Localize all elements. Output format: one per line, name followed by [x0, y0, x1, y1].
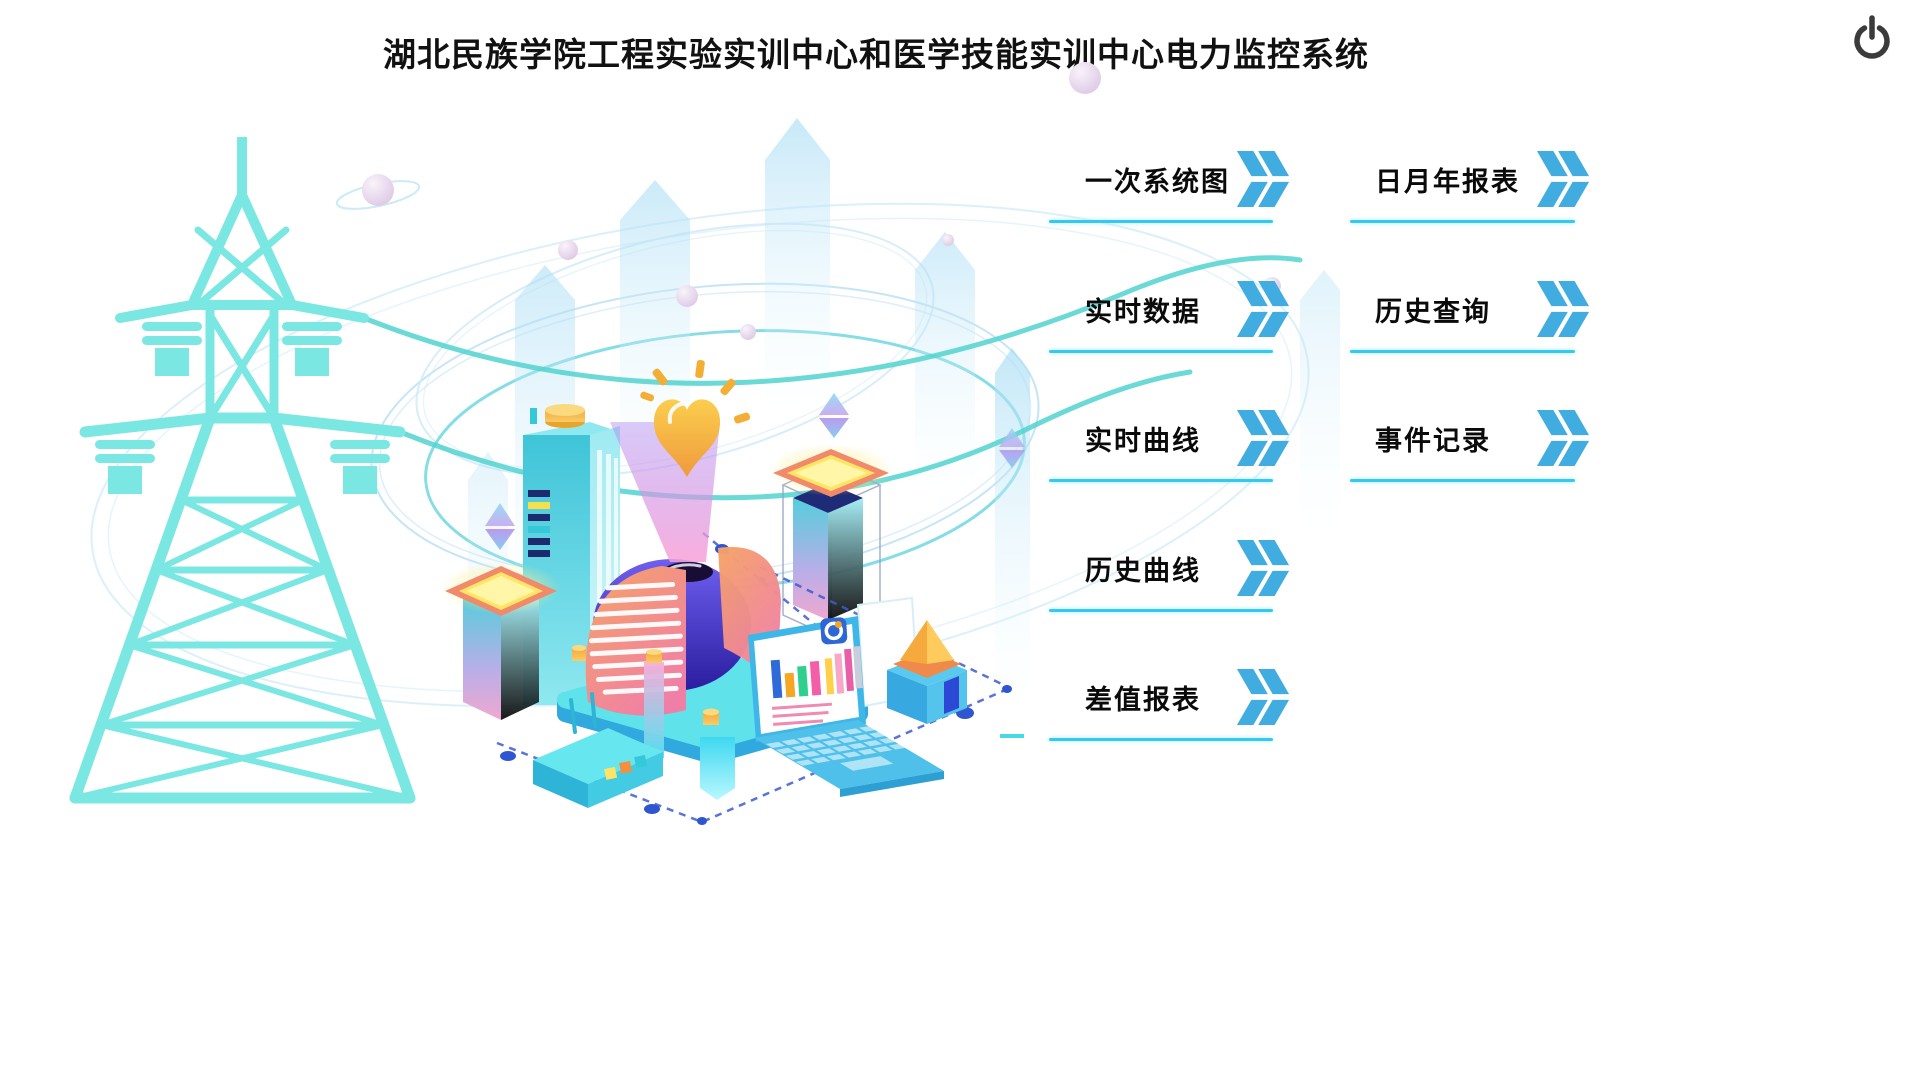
cyan-dash	[1000, 734, 1024, 738]
crystal-diamond-left	[485, 503, 515, 550]
menu-item-realtime-data[interactable]: 实时数据	[1049, 277, 1290, 353]
menu-underline	[1049, 479, 1273, 482]
router	[533, 692, 663, 808]
crystal-diamond-right	[819, 393, 849, 438]
gold-coins	[530, 404, 585, 428]
menu-underline	[1350, 220, 1575, 223]
transmission-tower	[69, 137, 416, 804]
gold-cylinders	[572, 645, 719, 725]
menu-item-label: 实时数据	[1085, 296, 1201, 327]
menu-item-label: 历史查询	[1375, 296, 1491, 327]
menu-underline	[1350, 350, 1575, 353]
double-chevron-right-icon	[1536, 410, 1590, 466]
double-chevron-right-icon	[1536, 151, 1590, 207]
menu-underline	[1049, 609, 1273, 612]
menu-item-label: 差值报表	[1085, 684, 1201, 715]
menu-item-label: 一次系统图	[1085, 166, 1230, 197]
double-chevron-right-icon	[1236, 281, 1290, 337]
menu-underline	[1049, 738, 1273, 741]
menu-underline	[1049, 220, 1273, 223]
hologram-heart	[640, 359, 751, 477]
menu-item-realtime-curve[interactable]: 实时曲线	[1049, 406, 1290, 482]
keyboard-keys	[766, 725, 908, 771]
double-chevron-right-icon	[1536, 281, 1590, 337]
menu-item-history-query[interactable]: 历史查询	[1350, 277, 1590, 353]
double-chevron-right-icon	[1236, 540, 1290, 596]
power-button[interactable]	[1846, 12, 1898, 64]
menu-item-label: 实时曲线	[1085, 425, 1201, 456]
menu-underline	[1049, 350, 1273, 353]
menu-item-primary-diagram[interactable]: 一次系统图	[1049, 147, 1290, 223]
power-icon	[1854, 15, 1890, 59]
screen-dashboard	[770, 617, 863, 726]
menu-item-event-record[interactable]: 事件记录	[1350, 406, 1590, 482]
pyramid-box	[887, 620, 967, 724]
floating-spheres	[362, 62, 1281, 340]
double-chevron-right-icon	[1236, 151, 1290, 207]
crystal-diamond-far-right	[999, 428, 1025, 468]
support-pillars	[644, 662, 735, 800]
page-title: 湖北民族学院工程实验实训中心和医学技能实训中心电力监控系统	[383, 38, 1369, 74]
smart-city-power-illustration	[69, 62, 1340, 825]
menu-item-label: 日月年报表	[1375, 166, 1520, 197]
menu-item-daily-monthly-yearly-report[interactable]: 日月年报表	[1350, 147, 1590, 223]
menu-item-difference-report[interactable]: 差值报表	[1049, 665, 1290, 741]
pedestal-left	[441, 503, 561, 720]
double-chevron-right-icon	[1236, 669, 1290, 725]
menu-underline	[1350, 479, 1575, 482]
menu-item-history-curve[interactable]: 历史曲线	[1049, 536, 1290, 612]
double-chevron-right-icon	[1236, 410, 1290, 466]
menu-item-label: 历史曲线	[1085, 555, 1201, 586]
menu-item-label: 事件记录	[1375, 425, 1491, 456]
